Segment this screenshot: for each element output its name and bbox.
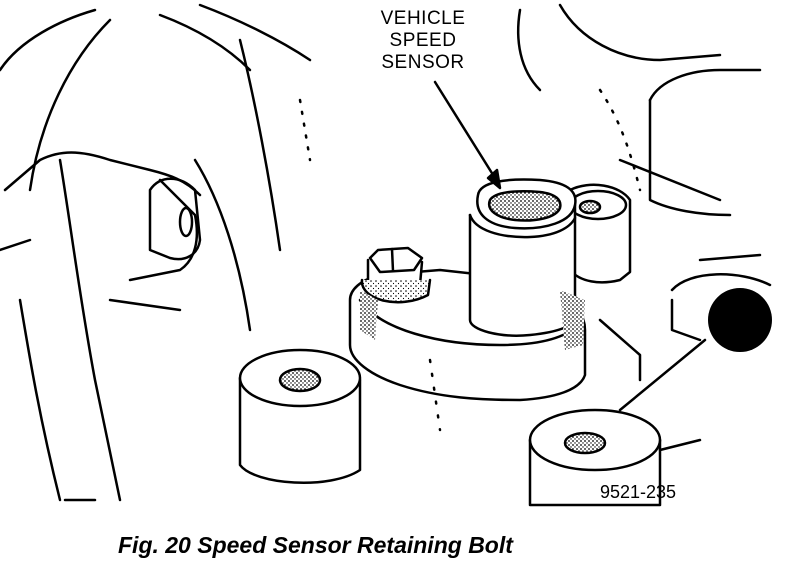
black-connector <box>708 288 772 352</box>
pad-shadow <box>360 290 378 340</box>
callout-line-3: SENSOR <box>381 52 465 73</box>
sensor-callout-label: VEHICLE SPEED SENSOR <box>358 8 488 74</box>
figure-caption: Fig. 20 Speed Sensor Retaining Bolt <box>118 532 513 558</box>
callout-line-1: VEHICLE <box>380 8 466 29</box>
housing-right <box>516 3 762 262</box>
vehicle-speed-sensor <box>468 178 577 337</box>
rear-boss <box>568 183 632 284</box>
retaining-bolt <box>360 246 432 304</box>
sensor-base-shadow <box>560 290 585 350</box>
surface-details <box>298 88 702 452</box>
figure-id: 9521-235 <box>600 482 677 502</box>
mounting-ear <box>148 177 202 261</box>
callout-line-2: SPEED <box>389 30 457 51</box>
front-left-boss <box>238 348 362 484</box>
front-right-boss <box>528 408 662 507</box>
housing-outline <box>0 3 312 502</box>
callout-leader-arrow <box>433 80 502 190</box>
